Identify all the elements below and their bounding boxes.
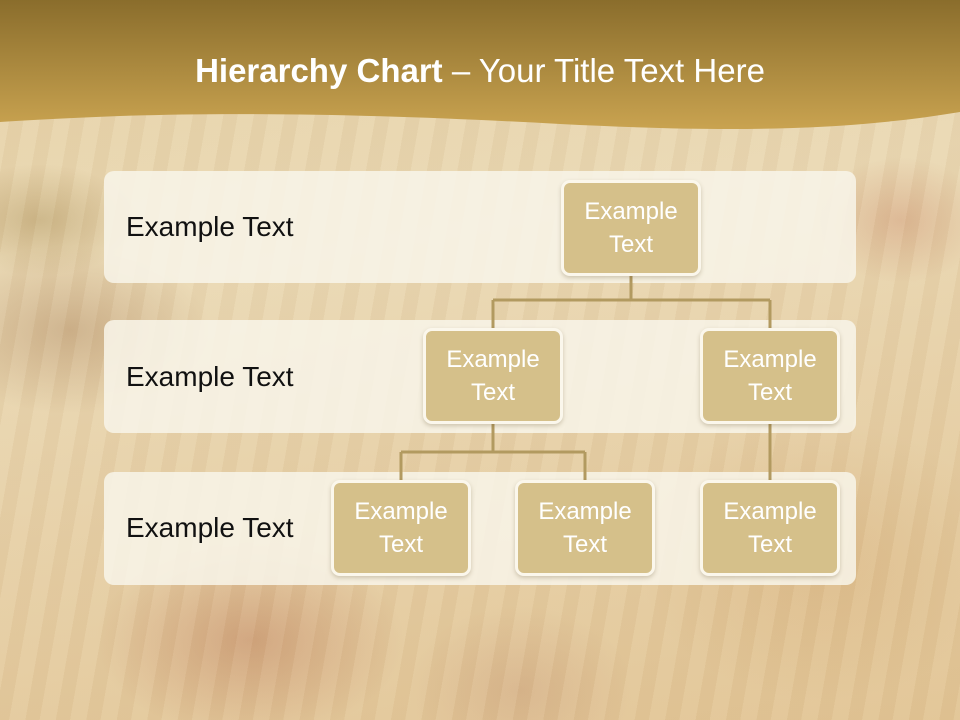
title-rest: Your Title Text Here [478,52,765,89]
org-node-mid-left[interactable]: Example Text [423,328,563,424]
title-bold: Hierarchy Chart [195,52,443,89]
title-banner [0,0,960,129]
connector-root [491,275,772,330]
level-label-2: Example Text [126,361,294,392]
org-node-leaf-1[interactable]: Example Text [331,480,471,576]
title-dash: – [442,52,479,89]
connector-mid-left [399,422,587,482]
level-label-3: Example Text [126,512,294,543]
org-node-leaf-2[interactable]: Example Text [515,480,655,576]
level-band-1 [104,171,856,283]
org-node-mid-right[interactable]: Example Text [700,328,840,424]
slide-title: Hierarchy Chart – Your Title Text Here [0,52,960,90]
org-node-leaf-3[interactable]: Example Text [700,480,840,576]
org-node-root[interactable]: Example Text [561,180,701,276]
level-label-1: Example Text [126,211,294,242]
